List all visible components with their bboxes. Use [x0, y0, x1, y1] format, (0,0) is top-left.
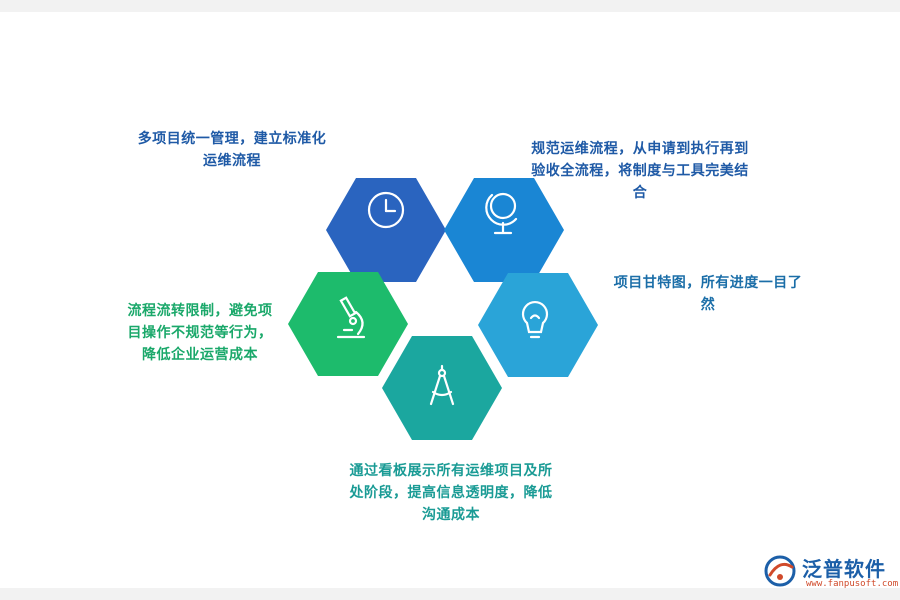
label-bottom: 通过看板展示所有运维项目及所 处阶段，提高信息透明度，降低 沟通成本	[326, 460, 576, 526]
logo-name: 泛普软件	[802, 557, 886, 581]
hexagon-right	[478, 273, 598, 377]
logo-mark-icon	[764, 555, 796, 587]
canvas: 多项目统一管理，建立标准化 运维流程 规范运维流程，从申请到执行再到 验收全流程…	[0, 12, 900, 588]
label-line: 然	[700, 297, 716, 313]
label-right: 项目甘特图，所有进度一目了 然	[596, 272, 820, 316]
lightbulb-icon	[521, 301, 549, 339]
label-line: 沟通成本	[422, 507, 480, 523]
hexagon-top-left	[326, 178, 446, 282]
label-left: 流程流转限制，避免项 目操作不规范等行为， 降低企业运营成本	[104, 300, 296, 366]
label-line: 处阶段，提高信息透明度，降低	[349, 485, 553, 501]
label-line: 多项目统一管理，建立标准化	[137, 131, 327, 147]
label-line: 目操作不规范等行为，	[127, 325, 273, 341]
label-line: 运维流程	[203, 153, 261, 169]
fanpu-logo: 泛普软件 www.fanpusoft.com	[762, 551, 898, 597]
label-line: 合	[632, 185, 648, 201]
compass-icon	[429, 364, 455, 406]
label-line: 通过看板展示所有运维项目及所	[349, 463, 553, 479]
logo-url: www.fanpusoft.com	[806, 579, 899, 589]
label-line: 规范运维流程，从申请到执行再到	[531, 141, 749, 157]
hexagon-top-right	[444, 178, 564, 282]
label-top-right: 规范运维流程，从申请到执行再到 验收全流程，将制度与工具完美结 合	[505, 138, 775, 204]
hexagon-left	[288, 272, 408, 376]
label-top-left: 多项目统一管理，建立标准化 运维流程	[112, 128, 352, 172]
hexagon-diagram	[288, 178, 598, 440]
microscope-icon	[336, 296, 366, 339]
label-line: 流程流转限制，避免项	[127, 303, 273, 319]
clock-icon	[367, 191, 405, 229]
hexagon-bottom	[382, 336, 502, 440]
label-line: 项目甘特图，所有进度一目了	[613, 275, 803, 291]
globe-icon	[485, 192, 518, 235]
label-line: 验收全流程，将制度与工具完美结	[531, 163, 749, 179]
label-line: 降低企业运营成本	[142, 347, 258, 363]
